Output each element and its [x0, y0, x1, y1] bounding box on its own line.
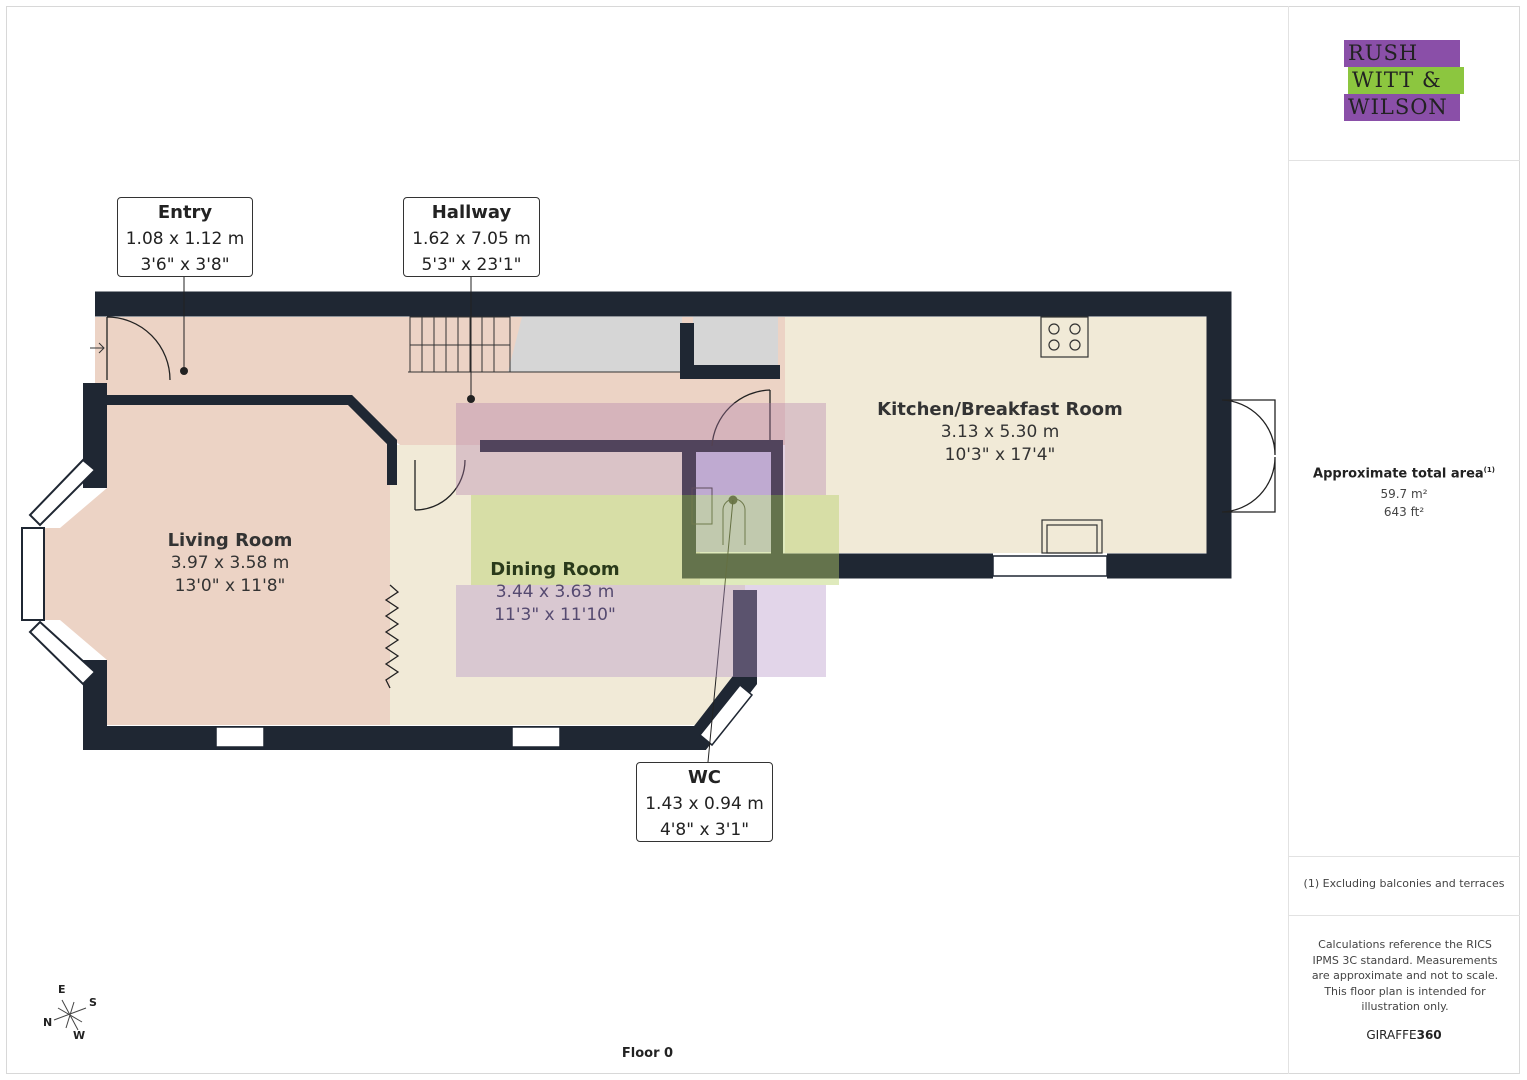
area-block: Approximate total area(1) 59.7 m² 643 ft… — [1288, 466, 1520, 519]
logo-witt: WITT & — [1348, 67, 1464, 94]
dining-room-floor — [390, 445, 745, 725]
watermark-band-rush — [456, 403, 826, 495]
dining-room-imperial: 11'3" x 11'10" — [494, 605, 616, 625]
compass-w: W — [73, 1029, 85, 1042]
wc-imperial: 4'8" x 3'1" — [659, 820, 750, 840]
kitchen-metric: 3.13 x 5.30 m — [940, 422, 1060, 442]
entry-imperial: 3'6" x 3'8" — [140, 255, 230, 275]
logo-wilson: WILSON — [1344, 94, 1460, 121]
dining-room-metric: 3.44 x 3.63 m — [495, 582, 615, 602]
kitchen-imperial: 10'3" x 17'4" — [944, 445, 1056, 465]
brand-suffix: 360 — [1416, 1028, 1442, 1042]
kitchen-label: Kitchen/Breakfast Room 3.13 x 5.30 m 10'… — [850, 398, 1150, 467]
under-stairs-store — [508, 317, 682, 372]
cupboard — [693, 317, 778, 372]
brand-logo: GIRAFFE360 — [1288, 1028, 1520, 1042]
hallway-label: Hallway 1.62 x 7.05 m 5'3" x 23'1" — [403, 197, 540, 277]
divider — [1288, 856, 1520, 857]
living-room-name: Living Room — [167, 530, 293, 551]
living-room-floor — [45, 405, 390, 725]
compass-n: N — [43, 1016, 52, 1029]
floor-label: Floor 0 — [621, 1046, 674, 1061]
dining-room-name: Dining Room — [490, 559, 620, 580]
dining-room-label: Dining Room 3.44 x 3.63 m 11'3" x 11'10" — [455, 558, 655, 627]
leader-lines — [183, 276, 734, 763]
entry-arrow-icon — [90, 342, 105, 354]
hallway-name: Hallway — [431, 202, 512, 223]
walls — [83, 291, 1232, 750]
page-frame — [6, 6, 1520, 1074]
hob — [1040, 316, 1089, 358]
living-room-metric: 3.97 x 3.58 m — [170, 553, 290, 573]
entry-marker — [180, 367, 188, 375]
sink — [1041, 519, 1103, 554]
living-room-label: Living Room 3.97 x 3.58 m 13'0" x 11'8" — [130, 529, 330, 598]
info-panel — [1288, 6, 1520, 1074]
area-title: Approximate total area — [1313, 466, 1484, 482]
company-logo: RUSH WITT & WILSON — [1344, 40, 1464, 121]
area-imperial: 643 ft² — [1383, 505, 1425, 520]
area-sup: (1) — [1483, 466, 1495, 474]
watermark — [456, 403, 839, 677]
logo-rush: RUSH — [1344, 40, 1460, 67]
compass-s: S — [89, 996, 97, 1009]
hallway-marker — [467, 395, 475, 403]
entry-metric: 1.08 x 1.12 m — [125, 229, 245, 249]
divider — [1288, 160, 1520, 161]
living-room-imperial: 13'0" x 11'8" — [174, 576, 286, 596]
doors — [106, 316, 1276, 689]
watermark-band-wilson — [456, 585, 826, 677]
brand-prefix: GIRAFFE — [1366, 1028, 1417, 1042]
footnote: (1) Excluding balconies and terraces — [1303, 877, 1505, 890]
bay-window — [21, 458, 97, 686]
hallway-imperial: 5'3" x 23'1" — [421, 255, 522, 275]
compass-e: E — [58, 983, 66, 996]
kitchen-floor — [785, 317, 1207, 553]
wc-metric: 1.43 x 0.94 m — [645, 794, 764, 814]
wc-fixtures — [691, 487, 746, 545]
watermark-band-witt — [471, 495, 839, 585]
compass-icon — [53, 999, 87, 1031]
wc-name: WC — [687, 767, 722, 788]
area-metric: 59.7 m² — [1380, 487, 1428, 502]
disclaimer: Calculations reference the RICS IPMS 3C … — [1311, 938, 1499, 1013]
staircase — [408, 316, 682, 373]
entry-name: Entry — [157, 202, 213, 223]
hallway-metric: 1.62 x 7.05 m — [412, 229, 531, 249]
entry-label: Entry 1.08 x 1.12 m 3'6" x 3'8" — [117, 197, 253, 277]
kitchen-name: Kitchen/Breakfast Room — [877, 399, 1123, 420]
windows — [215, 555, 1108, 748]
divider — [1288, 915, 1520, 916]
wc-label: WC 1.43 x 0.94 m 4'8" x 3'1" — [636, 762, 773, 842]
